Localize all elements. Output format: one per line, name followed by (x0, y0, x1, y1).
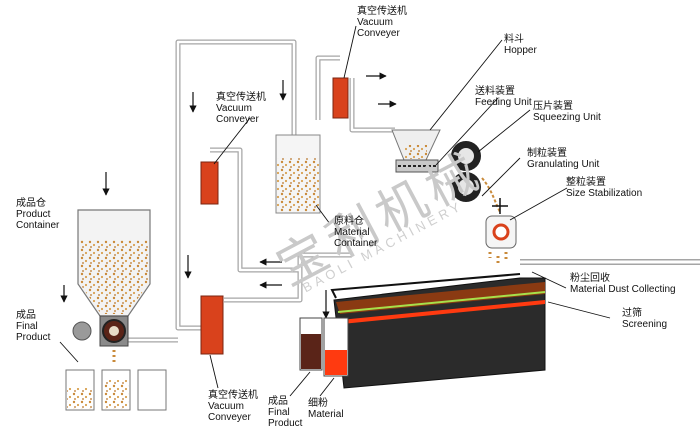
label-en: Hopper (504, 45, 537, 56)
granulating-unit (481, 177, 517, 264)
label-en: Final (268, 407, 290, 418)
label-en2: Product (16, 332, 51, 343)
label-en: Screening (622, 319, 668, 330)
label-en: Size Stabilization (566, 188, 643, 199)
label-en: Vacuum (216, 103, 252, 114)
label-en2: Container (334, 238, 378, 249)
label-cn: 成品仓 (16, 198, 46, 209)
label-en: Granulating Unit (527, 159, 600, 170)
label-en2: Conveyer (208, 412, 251, 423)
label-en: Material (308, 409, 344, 420)
label-cn: 真空传送机 (208, 390, 258, 401)
product-container (72, 209, 151, 347)
label-cn: 成品 (268, 396, 288, 407)
label-fine-material: 细粉 Material (308, 398, 344, 420)
label-squeezing-unit: 压片装置 Squeezing Unit (533, 101, 601, 123)
vacuum-conveyer-mid-body (200, 161, 219, 205)
label-en: Vacuum (357, 17, 393, 28)
label-en2: Product (268, 418, 303, 429)
label-material-container: 原料仓 Material Container (334, 216, 377, 249)
vacuum-conveyer-bottom-body (200, 295, 224, 355)
label-vacuum-conveyer-bottom: 真空传送机 Vacuum Conveyer (208, 390, 258, 423)
label-en: Final (16, 321, 38, 332)
label-en: Feeding Unit (475, 97, 532, 108)
label-cn: 真空传送机 (216, 92, 266, 103)
label-final-product-left: 成品 Final Product (16, 310, 50, 343)
label-en: Squeezing Unit (533, 112, 601, 123)
label-cn: 成品 (16, 310, 36, 321)
hopper (391, 129, 441, 173)
final-product-cups (65, 350, 167, 411)
label-cn: 整粒装置 (566, 177, 606, 188)
label-en: Product (16, 209, 51, 220)
label-cn: 真空传送机 (357, 6, 407, 17)
label-en: Vacuum (208, 401, 244, 412)
label-vacuum-conveyer-mid: 真空传送机 Vacuum Conveyer (216, 92, 266, 125)
screening-unit (330, 273, 546, 389)
label-feeding-unit: 送料装置 Feeding Unit (475, 86, 532, 108)
label-hopper: 料斗 Hopper (504, 34, 537, 56)
squeezing-rollers (451, 141, 481, 202)
label-cn: 过筛 (622, 308, 642, 319)
material-container (275, 134, 321, 214)
label-en: Material (334, 227, 370, 238)
label-cn: 细粉 (308, 398, 328, 409)
label-cn: 送料装置 (475, 86, 515, 97)
label-cn: 原料仓 (334, 216, 364, 227)
label-en2: Conveyer (216, 114, 259, 125)
flow-arrows (60, 72, 397, 319)
label-en2: Container (16, 220, 60, 231)
label-vacuum-conveyer-top: 真空传送机 Vacuum Conveyer (357, 6, 407, 39)
label-en: Material Dust Collecting (570, 284, 676, 295)
label-screening: 过筛 Screening (622, 308, 667, 330)
label-cn: 压片装置 (533, 101, 573, 112)
bottom-containers (299, 317, 349, 377)
label-size-stabilization: 整粒装置 Size Stabilization (566, 177, 642, 199)
label-en2: Conveyer (357, 28, 400, 39)
label-product-container: 成品仓 Product Container (16, 198, 59, 231)
label-final-product-bottom: 成品 Final Product (268, 396, 302, 429)
label-granulating-unit: 制粒装置 Granulating Unit (527, 148, 599, 170)
label-cn: 料斗 (504, 34, 524, 45)
label-cn: 粉尘回收 (570, 273, 610, 284)
vacuum-conveyer-top-body (332, 77, 349, 119)
leader-lines (59, 25, 611, 397)
label-material-dust: 粉尘回收 Material Dust Collecting (570, 273, 676, 295)
label-cn: 制粒装置 (527, 148, 567, 159)
